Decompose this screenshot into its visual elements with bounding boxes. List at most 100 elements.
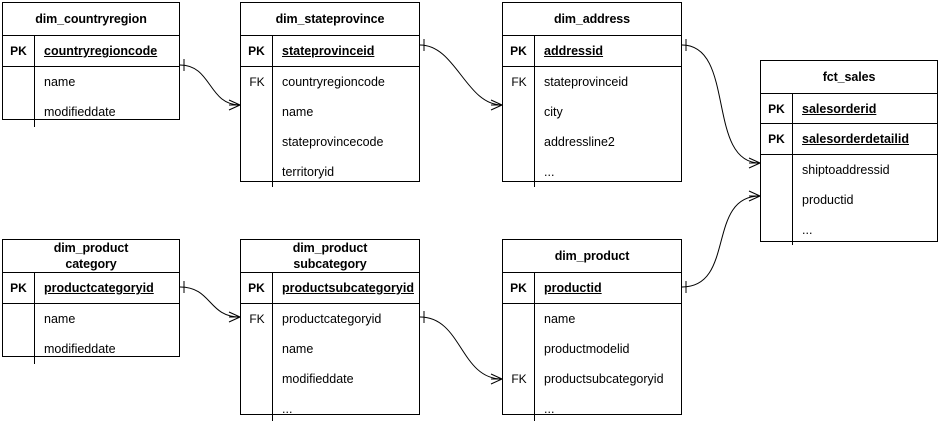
attribute-row[interactable]: name xyxy=(3,67,179,97)
attribute-row[interactable]: shiptoaddressid xyxy=(761,155,937,185)
attribute-block: name modifieddate xyxy=(3,67,179,127)
cardinality-many-marker xyxy=(490,99,503,111)
attribute-row[interactable]: ... xyxy=(761,215,937,245)
field-name: salesorderdetailid xyxy=(802,132,909,146)
field-name: ... xyxy=(544,402,555,416)
relationship-product-to-sales[interactable] xyxy=(681,190,761,293)
entity-title-line: dim_product xyxy=(53,241,129,255)
field-name: stateprovinceid xyxy=(544,75,629,89)
key-badge-pk: PK xyxy=(241,273,273,303)
primary-key-block: PK addressid xyxy=(503,36,681,67)
primary-key-row[interactable]: PK productid xyxy=(503,273,681,303)
key-badge-pk: PK xyxy=(503,36,535,66)
primary-key-block: PK stateprovinceid xyxy=(241,36,419,67)
key-column-divider xyxy=(503,304,535,421)
entity-title-line: dim_countryregion xyxy=(35,12,147,26)
key-badge-pk: PK xyxy=(3,36,35,66)
primary-key-block: PK productsubcategoryid xyxy=(241,273,419,304)
key-badge-pk: PK xyxy=(503,273,535,303)
cardinality-many-marker xyxy=(748,157,761,169)
attribute-row[interactable]: FK stateprovinceid xyxy=(503,67,681,97)
attribute-row[interactable]: stateprovincecode xyxy=(241,127,419,157)
field-name: modifieddate xyxy=(44,105,116,119)
attribute-row[interactable]: modifieddate xyxy=(3,97,179,127)
field-name: stateprovincecode xyxy=(282,135,384,149)
attribute-row[interactable]: name xyxy=(241,334,419,364)
cardinality-many-marker xyxy=(228,311,241,323)
attribute-row[interactable]: ... xyxy=(241,394,419,421)
entity-title-line: dim_address xyxy=(553,12,631,26)
attribute-row[interactable]: city xyxy=(503,97,681,127)
primary-key-row[interactable]: PK stateprovinceid xyxy=(241,36,419,66)
key-column-divider xyxy=(503,67,535,187)
entity-title-dim_countryregion: dim_countryregion xyxy=(3,3,179,36)
entity-title-line: subcategory xyxy=(293,257,367,271)
entity-title-line: dim_product xyxy=(292,241,368,255)
attribute-row[interactable]: name xyxy=(503,304,681,334)
key-badge-pk: PK xyxy=(241,36,273,66)
key-badge-pk: PK xyxy=(3,273,35,303)
relationship-address-to-sales[interactable] xyxy=(681,39,761,169)
key-badge-fk: FK xyxy=(511,372,527,386)
field-name: productid xyxy=(802,193,854,207)
attribute-row[interactable]: ... xyxy=(503,157,681,187)
relationship-stateprovince-to-address[interactable] xyxy=(419,39,503,111)
field-name: productsubcategoryid xyxy=(282,281,414,295)
attribute-row[interactable]: name xyxy=(241,97,419,127)
entity-title-line: category xyxy=(65,257,117,271)
field-name: stateprovinceid xyxy=(282,44,375,58)
relationship-countryregion-to-stateprovince[interactable] xyxy=(179,59,241,111)
entity-title-dim_address: dim_address xyxy=(503,3,681,36)
relationship-line xyxy=(419,316,503,380)
entity-title-dim_stateprovince: dim_stateprovince xyxy=(241,3,419,36)
relationship-productcategory-to-subcategory[interactable] xyxy=(179,281,241,323)
key-badge-fk: FK xyxy=(511,75,527,89)
attribute-row[interactable]: productid xyxy=(761,185,937,215)
field-name: productmodelid xyxy=(544,342,630,356)
entity-title-dim_productsubcategory: dim_product subcategory xyxy=(241,240,419,273)
attribute-row[interactable]: modifieddate xyxy=(3,334,179,364)
entity-title-line: dim_stateprovince xyxy=(275,12,385,26)
field-name: name xyxy=(44,312,76,326)
field-name: salesorderid xyxy=(802,101,877,116)
key-column-divider xyxy=(3,67,35,127)
attribute-row[interactable]: addressline2 xyxy=(503,127,681,157)
attribute-row[interactable]: territoryid xyxy=(241,157,419,187)
relationship-subcategory-to-product[interactable] xyxy=(419,311,503,385)
field-name: ... xyxy=(544,165,555,179)
attribute-row[interactable]: modifieddate xyxy=(241,364,419,394)
primary-key-row[interactable]: PK productsubcategoryid xyxy=(241,273,419,303)
cardinality-many-marker xyxy=(748,190,761,202)
field-name: name xyxy=(544,312,576,326)
key-badge-pk: PK xyxy=(761,124,793,154)
cardinality-many-marker xyxy=(490,373,503,385)
field-name: addressid xyxy=(544,44,604,58)
entity-title-line: dim_product xyxy=(554,249,630,263)
primary-key-row[interactable]: PK addressid xyxy=(503,36,681,66)
entity-title-line: fct_sales xyxy=(822,70,876,84)
relationship-line xyxy=(681,195,761,288)
key-column-divider xyxy=(241,67,273,187)
field-name: ... xyxy=(802,223,813,237)
primary-key-row[interactable]: PK salesorderdetailid xyxy=(761,124,937,154)
attribute-row[interactable]: productmodelid xyxy=(503,334,681,364)
attribute-row[interactable]: ... xyxy=(503,394,681,421)
field-name: productid xyxy=(544,281,602,295)
attribute-row[interactable]: name xyxy=(3,304,179,334)
